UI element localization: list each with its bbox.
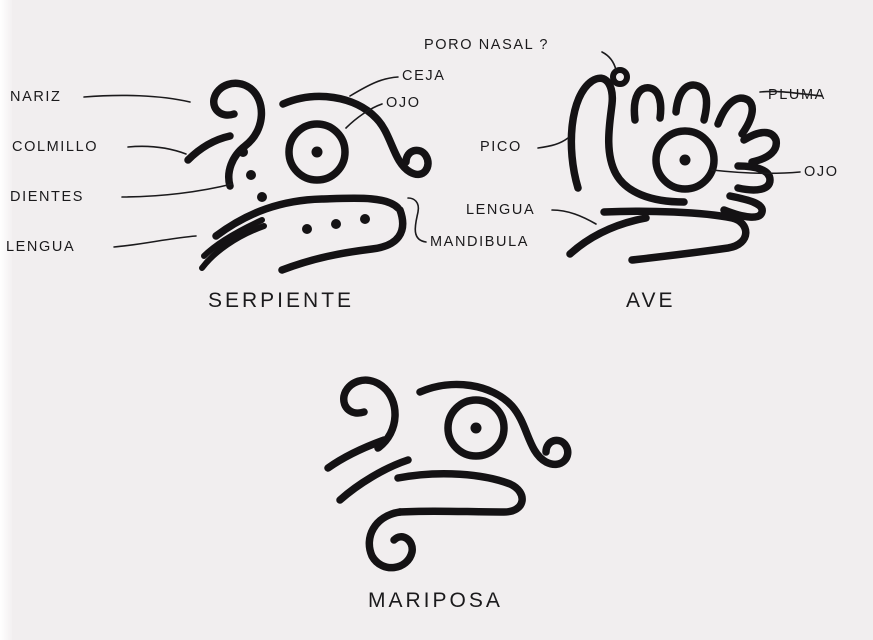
serpiente-jaw-dot	[331, 219, 341, 229]
serpiente-mandible	[282, 210, 403, 270]
label-lengua-ave: LENGUA	[466, 203, 535, 218]
caption-serpiente: SERPIENTE	[208, 290, 354, 311]
serpiente-jaw-dot	[360, 214, 370, 224]
leader-mandibula	[408, 198, 426, 242]
serpiente-glyph	[188, 83, 428, 270]
leader-lengua-ave	[552, 210, 596, 224]
ave-lower-jaw	[604, 211, 746, 260]
ave-eye-pupil	[680, 155, 691, 166]
label-pluma: PLUMA	[768, 88, 826, 103]
label-ojo: OJO	[386, 96, 421, 111]
leader-colmillo	[128, 146, 186, 154]
ave-nostril	[613, 70, 627, 84]
serpiente-tooth	[246, 170, 256, 180]
serpiente-tooth	[257, 192, 267, 202]
ave-feather	[744, 133, 776, 163]
label-colmillo: COLMILLO	[12, 140, 98, 155]
caption-mariposa: MARIPOSA	[368, 590, 503, 611]
mariposa-body	[398, 474, 522, 512]
serpiente-tooth	[238, 147, 248, 157]
leader-poro-nasal	[602, 52, 616, 70]
serpiente-eye-pupil	[312, 147, 323, 158]
label-mandibula: MANDIBULA	[430, 235, 529, 250]
mariposa-eye-pupil	[471, 423, 482, 434]
ave-feather	[634, 88, 660, 120]
label-lengua: LENGUA	[6, 240, 75, 255]
leader-lengua	[114, 236, 196, 247]
mariposa-glyph	[328, 380, 568, 568]
label-ceja: CEJA	[402, 69, 445, 84]
label-nariz: NARIZ	[10, 90, 62, 105]
label-ojo-ave: OJO	[804, 165, 839, 180]
ave-tongue	[570, 218, 646, 254]
mariposa-top-spiral	[344, 380, 395, 448]
mariposa-bottom-spiral	[369, 512, 412, 568]
serpiente-jaw-dot	[302, 224, 312, 234]
leader-nariz	[84, 95, 190, 102]
mariposa-stroke	[328, 440, 384, 468]
ave-feather	[738, 166, 770, 190]
label-poro-nasal: PORO NASAL ?	[424, 38, 549, 53]
label-dientes: DIENTES	[10, 190, 84, 205]
leader-pico	[538, 138, 568, 148]
ave-feather	[718, 98, 752, 134]
serpiente-fang	[188, 136, 230, 160]
leader-dientes	[122, 184, 232, 197]
ave-glyph	[570, 70, 776, 260]
leader-ceja	[350, 77, 398, 96]
caption-ave: AVE	[626, 290, 675, 311]
ave-feather	[676, 85, 706, 120]
label-pico: PICO	[480, 140, 522, 155]
